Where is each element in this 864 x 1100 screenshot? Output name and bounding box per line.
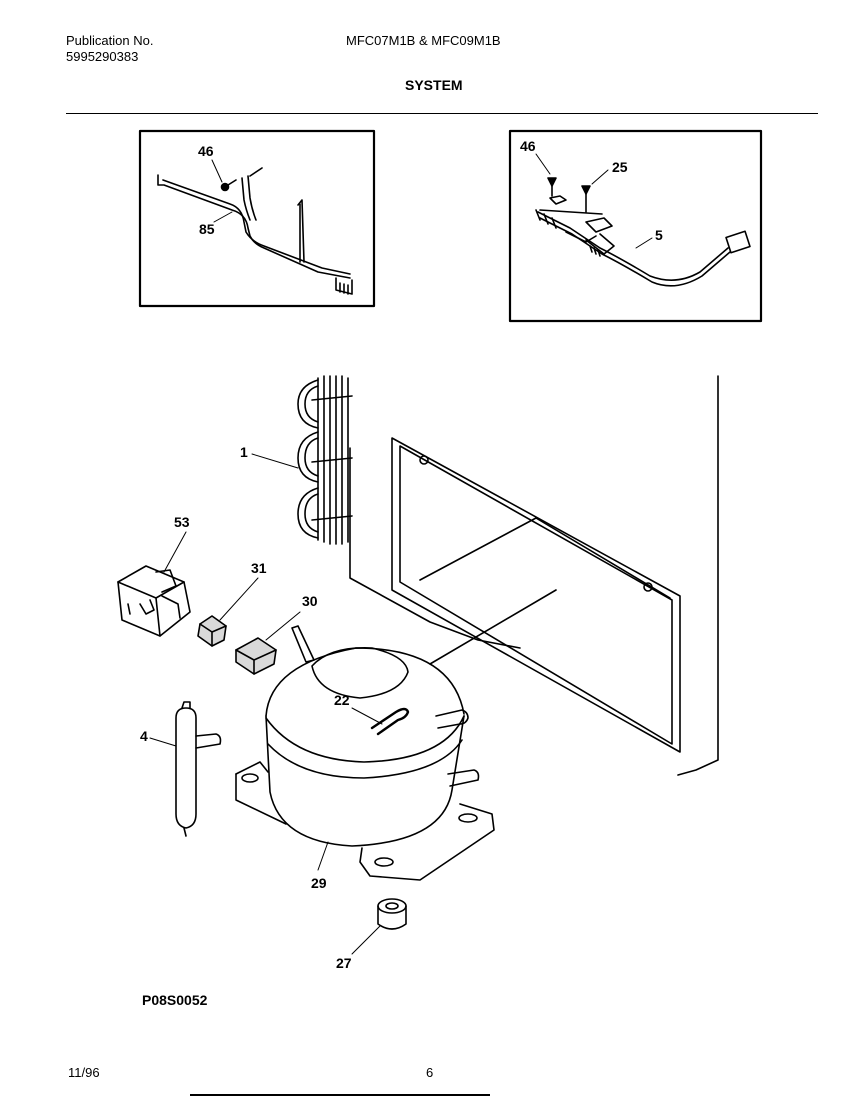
screw-icon [220, 179, 237, 192]
callout-29: 29 [311, 875, 327, 891]
callout-46-left: 46 [198, 143, 214, 159]
section-title: SYSTEM [405, 77, 463, 93]
header-rule [66, 113, 818, 114]
model-numbers: MFC07M1B & MFC09M1B [346, 33, 501, 48]
leader-line [251, 453, 299, 469]
leader-line [351, 707, 383, 725]
condenser-coil [297, 375, 353, 545]
compressor [235, 625, 495, 881]
inset-right-frame [508, 129, 763, 323]
leader-line [635, 237, 653, 249]
relay [197, 615, 227, 647]
overload-cover [117, 565, 191, 637]
callout-1: 1 [240, 444, 248, 460]
callout-85: 85 [199, 221, 215, 237]
leader-line [535, 153, 551, 175]
leader-line [163, 531, 187, 573]
overload [235, 637, 277, 675]
publication-label: Publication No. [66, 33, 154, 48]
leader-line [219, 577, 259, 621]
screw-icon [581, 185, 591, 213]
callout-4: 4 [140, 728, 148, 744]
power-cord [535, 195, 751, 287]
callout-25: 25 [612, 159, 628, 175]
callout-46-right: 46 [520, 138, 536, 154]
leader-line [211, 159, 223, 183]
cabinet-outline [349, 375, 719, 776]
drier [175, 701, 222, 837]
callout-31: 31 [251, 560, 267, 576]
revision-date: 11/96 [68, 1065, 100, 1080]
page-number: 6 [426, 1065, 434, 1080]
wire-harness [157, 167, 353, 295]
inset-right [508, 129, 763, 323]
grommet [377, 898, 407, 930]
leader-line [265, 611, 301, 641]
inset-left-frame [138, 129, 376, 308]
callout-53: 53 [174, 514, 190, 530]
figure-code: P08S0052 [142, 992, 208, 1008]
screw-icon [547, 177, 557, 197]
callout-22: 22 [334, 692, 350, 708]
callout-5: 5 [655, 227, 663, 243]
bottom-edge-mark [190, 1094, 490, 1096]
leader-line [317, 841, 329, 871]
publication-number: 5995290383 [66, 49, 139, 64]
inset-left [138, 129, 376, 308]
leader-line [213, 211, 233, 223]
clip [370, 707, 410, 736]
callout-30: 30 [302, 593, 318, 609]
leader-line [591, 169, 609, 185]
leader-line [149, 737, 177, 747]
callout-27: 27 [336, 955, 352, 971]
leader-line [351, 925, 381, 955]
